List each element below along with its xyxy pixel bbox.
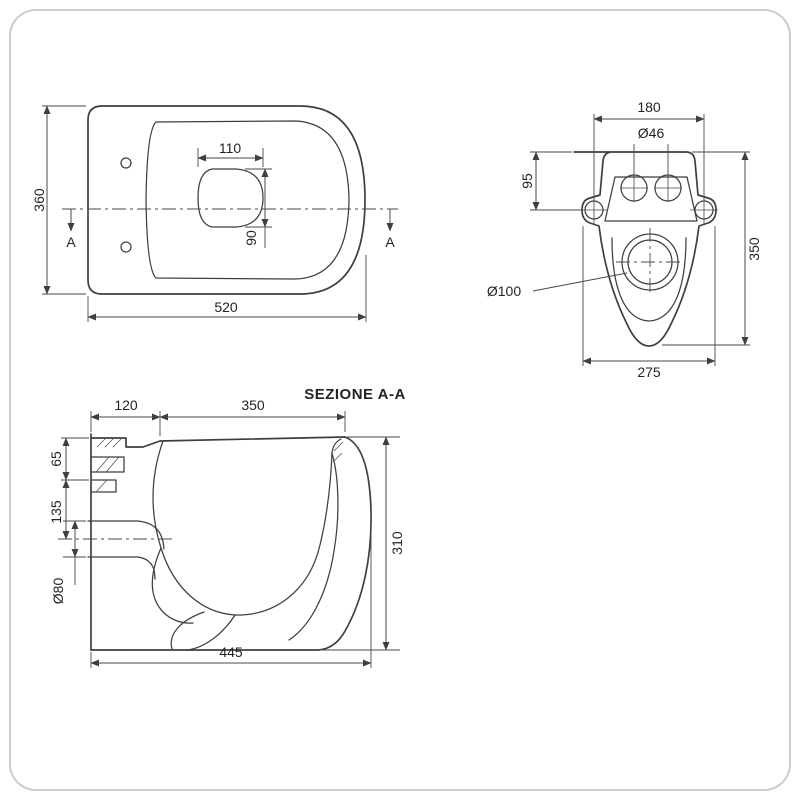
section-height-dimension-label: 310 (389, 531, 405, 555)
rear-bolt-diameter-label: Ø46 (638, 125, 665, 141)
rear-width-dimension-label: 275 (637, 364, 661, 380)
plan-bowl-length-dimension-label: 110 (219, 140, 242, 156)
section-inlet-diameter-label: Ø80 (50, 578, 66, 605)
section-front-inner-wall (288, 452, 339, 641)
section-bracket-band-upper (90, 456, 125, 473)
plan-width-dimension-label: 360 (31, 188, 47, 212)
section-inlet-pipe (87, 520, 139, 558)
section-top-profile (90, 436, 346, 448)
section-hatching (95, 437, 344, 493)
rear-height-dimension-label: 350 (746, 237, 762, 261)
page-border (9, 9, 791, 791)
plan-section-label-left: A (66, 234, 76, 250)
plan-fixing-hole-bottom (120, 241, 132, 253)
plan-length-dimension-label: 520 (214, 299, 238, 315)
rear-bowl-silhouette (611, 237, 687, 322)
section-rim-to-fixing-dimension-label: 65 (48, 451, 64, 467)
plan-bowl-width-dimension-label: 90 (243, 230, 259, 246)
plan-view: A A 360 520 110 90 (31, 105, 398, 322)
section-inlet-channel-joins (137, 520, 165, 580)
rear-outlet-diameter-label: Ø100 (487, 283, 521, 299)
section-extension-lines (61, 411, 400, 668)
section-rim-to-inlet-dimension-label: 135 (48, 500, 64, 524)
section-depth-dimension-label: 445 (219, 644, 243, 660)
rear-hole-crosshairs (580, 174, 718, 224)
plan-section-label-right: A (385, 234, 395, 250)
plan-bowl-outline (197, 168, 264, 228)
section-view: SEZIONE A-A 120 350 65 135 Ø80 310 445 (48, 386, 406, 668)
rear-extension-lines (530, 114, 750, 366)
rear-hole-spacing-dimension-label: 180 (637, 99, 661, 115)
rear-top-to-fixing-dimension-label: 95 (519, 173, 535, 189)
rear-outlet-leader-line (532, 272, 628, 292)
plan-seat-rim-outline (145, 120, 350, 280)
section-bracket-band-lower (90, 479, 117, 493)
section-trap-curves (151, 547, 236, 651)
section-wall-depth-dimension-label: 120 (114, 397, 138, 413)
section-front-shell (317, 436, 372, 651)
rear-fixing-bracket (604, 176, 698, 222)
plan-body-outline (87, 105, 366, 295)
section-title: SEZIONE A-A (304, 386, 406, 403)
rear-body-outline (573, 151, 717, 347)
rear-outlet-centerlines (616, 228, 684, 296)
plan-fixing-hole-top (120, 157, 132, 169)
section-bowl-inner-profile (152, 438, 342, 616)
rear-view: 180 Ø46 95 350 Ø100 275 (487, 99, 762, 380)
section-opening-depth-dimension-label: 350 (241, 397, 265, 413)
